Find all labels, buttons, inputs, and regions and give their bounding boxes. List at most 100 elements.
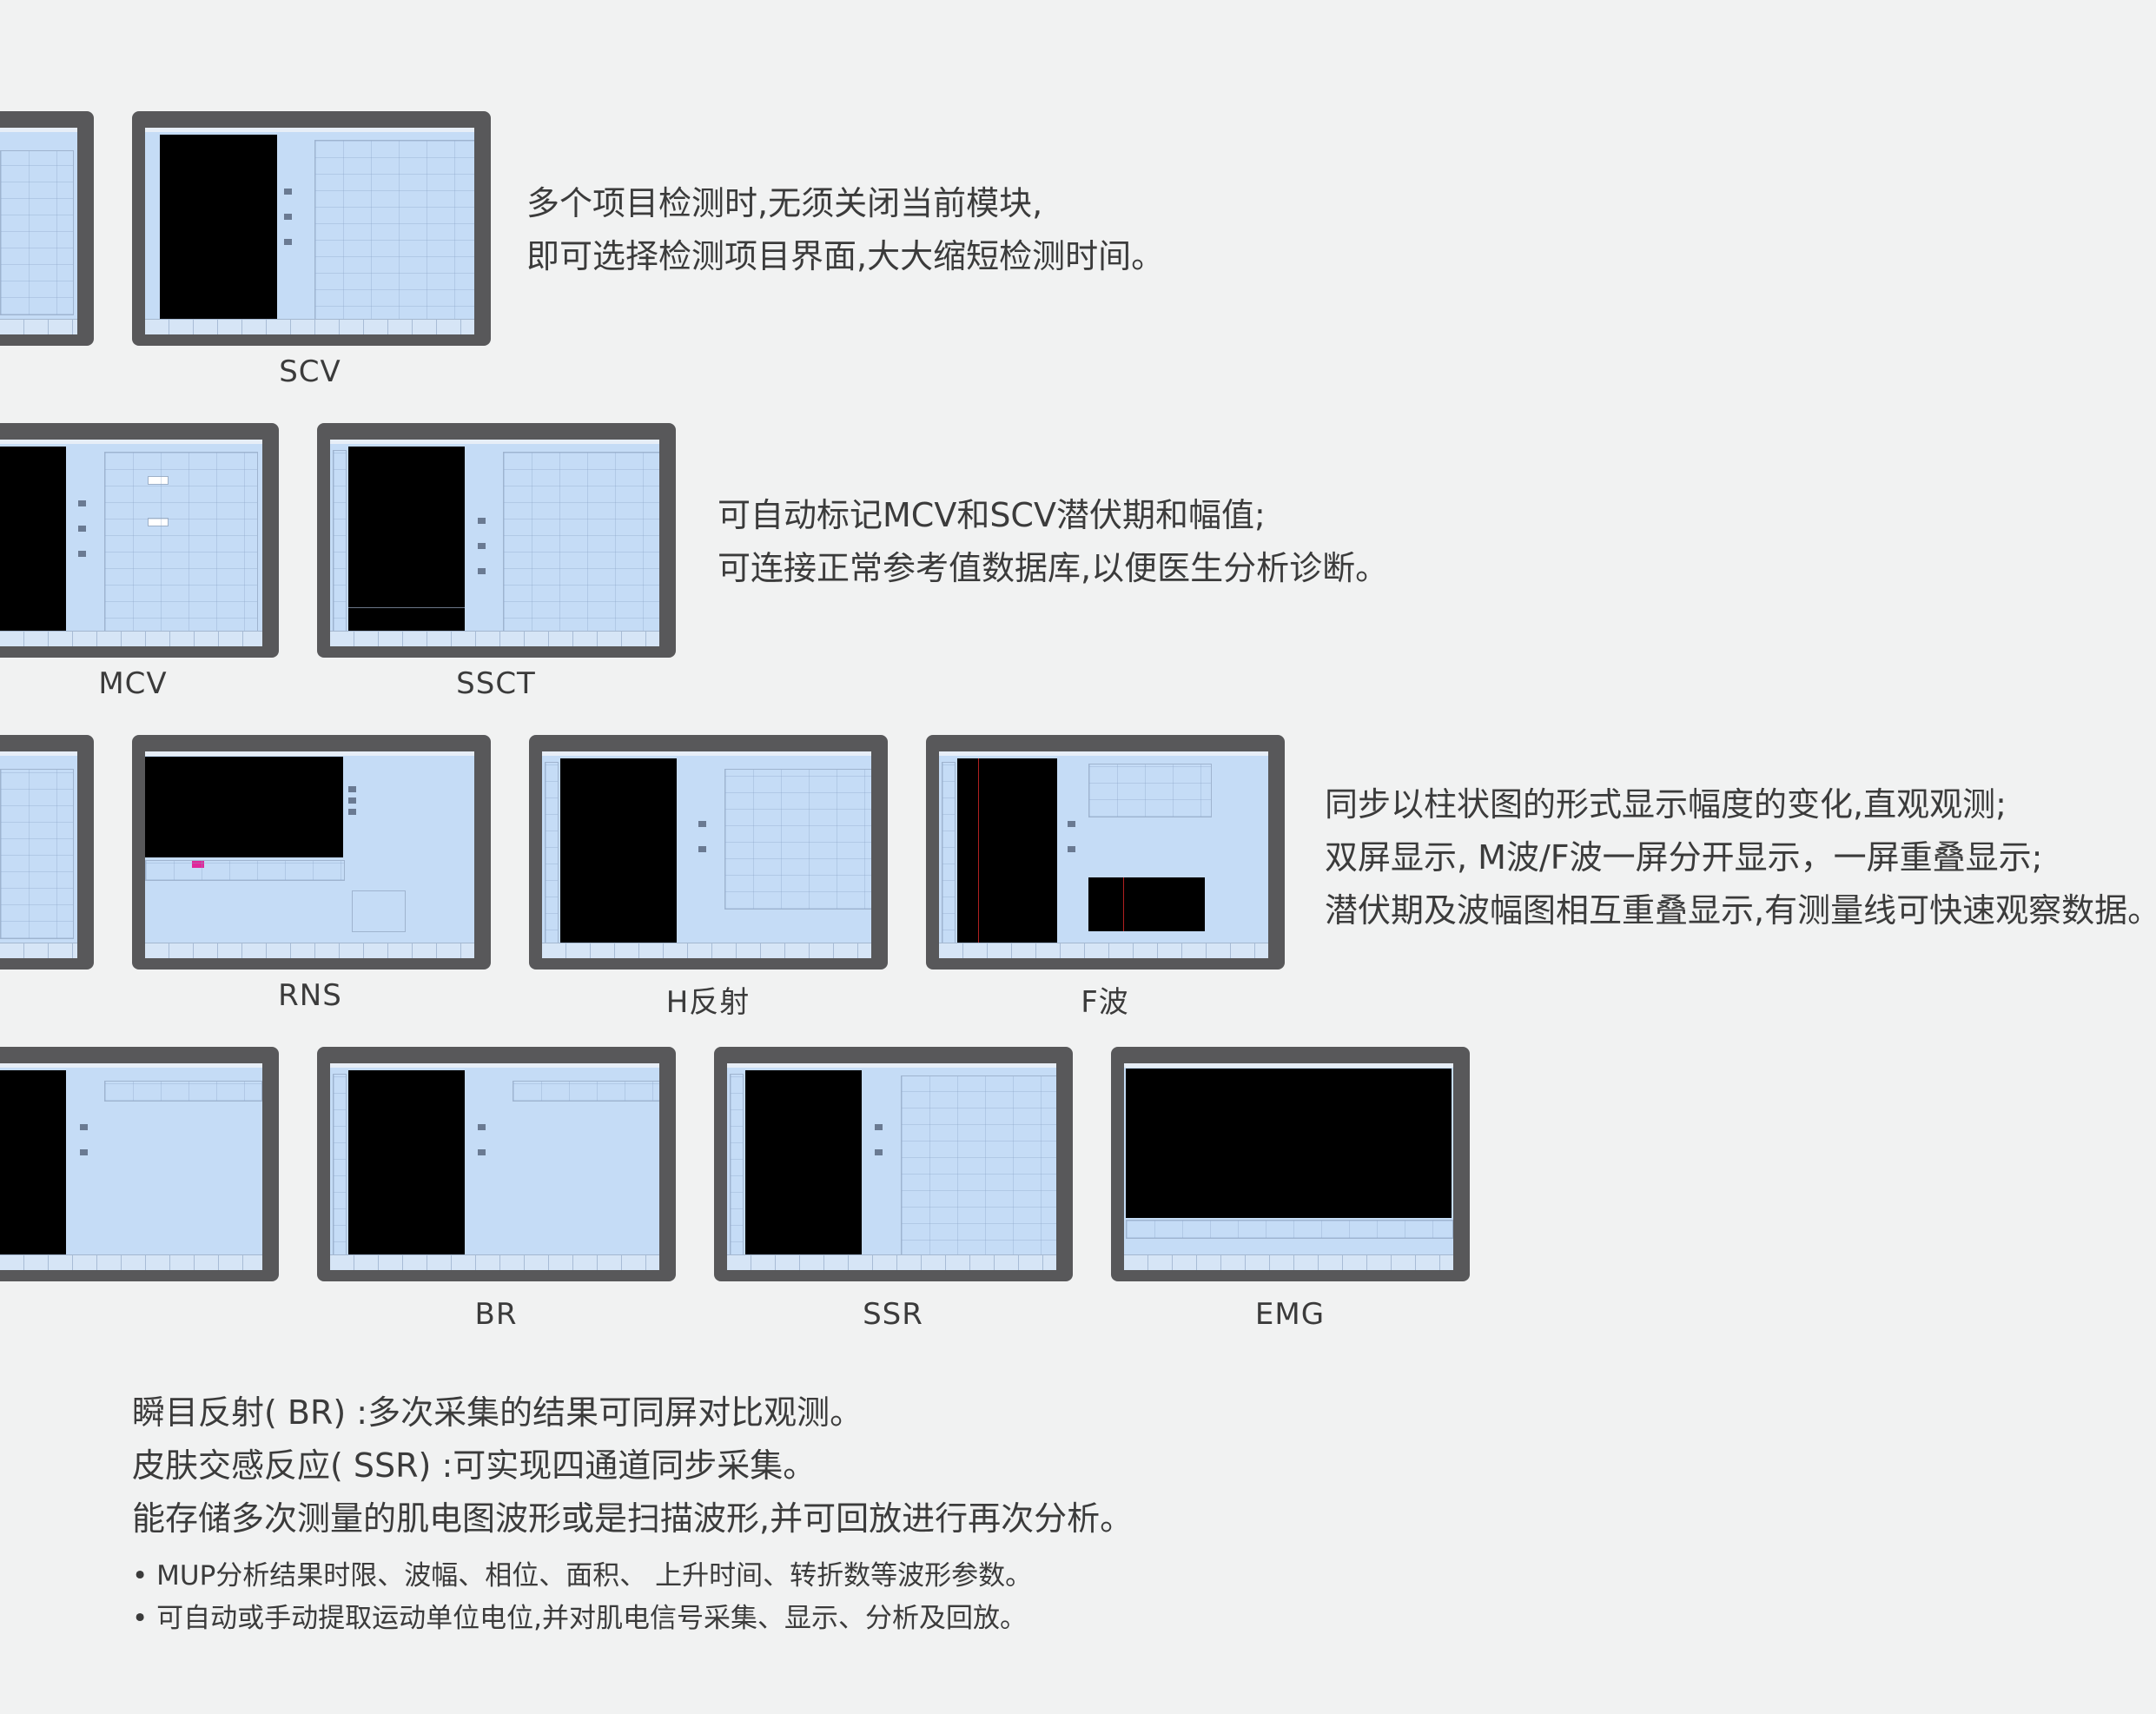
control-buttons [348,786,356,834]
channel-list [545,762,559,948]
result-table [0,150,74,315]
description-bottom: 瞬目反射( BR) :多次采集的结果可同屏对比观测。 皮肤交感反应( SSR) … [132,1386,1133,1545]
bottom-toolbar [1124,1254,1453,1270]
control-buttons [284,189,292,264]
result-table [1088,764,1212,817]
waveform-display [957,758,1057,948]
caption-br: BR [474,1297,518,1332]
bottom-toolbar [0,319,77,334]
bottom-toolbar [939,943,1268,958]
control-buttons [80,1124,88,1175]
bottom-toolbar [0,943,77,958]
waveform-display [1126,1069,1452,1218]
description-row2: 可自动标记MCV和SCV潜伏期和幅值; 可连接正常参考值数据库,以便医生分析诊断… [718,489,1388,595]
result-table [503,452,659,636]
caption-ssr: SSR [863,1297,923,1332]
screenshot-ssct [317,423,676,658]
description-line: 皮肤交感反应( SSR) :可实现四通道同步采集。 [132,1446,817,1485]
result-table [513,1081,659,1102]
caption-f-wave: F波 [1081,985,1129,1020]
app-screen [145,751,474,958]
screenshot-ssr [714,1047,1073,1281]
caption-ssct: SSCT [456,666,536,701]
caption-mcv: MCV [98,666,168,701]
description-line: 瞬目反射( BR) :多次采集的结果可同屏对比观测。 [132,1393,863,1432]
channel-list [942,762,956,948]
overlay-waveform-display [1088,877,1205,931]
result-table [145,860,345,881]
screenshot-rns [132,735,491,970]
screenshot-mcv [0,423,279,658]
parameter-panel [1126,1220,1453,1239]
app-screen [145,128,474,334]
control-buttons [478,518,486,593]
app-screen [1124,1063,1453,1270]
result-table [104,1081,262,1102]
caption-emg: EMG [1254,1297,1326,1332]
waveform-display [160,135,277,324]
app-screen [727,1063,1056,1270]
channel-list [333,450,347,636]
result-table [724,769,871,910]
app-screen [0,1063,262,1270]
channel-list [333,1074,347,1260]
bullet-item: • 可自动或手动提取运动单位电位,并对肌电信号采集、显示、分析及回放。 [132,1603,1027,1634]
bottom-toolbar [727,1254,1056,1270]
description-line: 能存储多次测量的肌电图波形或是扫描波形,并可回放进行再次分析。 [132,1499,1134,1538]
app-screen [330,1063,659,1270]
app-screen [0,128,77,334]
screenshot-emg [1111,1047,1470,1281]
waveform-display [145,757,343,857]
waveform-display [560,758,677,948]
control-buttons [1068,821,1075,871]
app-screen [939,751,1268,958]
description-row1: 多个项目检测时,无须关闭当前模块, 即可选择检测项目界面,大大缩短检测时间。 [526,177,1164,283]
partial-screenshot-row1 [0,111,94,346]
bottom-toolbar [330,631,659,646]
feature-bullets: • MUP分析结果时限、波幅、相位、面积、 上升时间、转折数等波形参数。 • 可… [132,1555,1032,1640]
app-screen [542,751,871,958]
partial-screenshot-row4 [0,1047,279,1281]
description-line: 潜伏期及波幅图相互重叠显示,有测量线可快速观察数据。 [1325,891,2156,930]
bottom-toolbar [330,1254,659,1270]
description-line: 即可选择检测项目界面,大大缩短检测时间。 [526,237,1165,275]
waveform-display [348,1070,465,1260]
bottom-toolbar [145,319,474,334]
app-screen [0,751,77,958]
result-table [314,140,474,324]
control-buttons [478,1124,486,1175]
highlight-bar [192,860,204,868]
screenshot-h-reflex [529,735,888,970]
screenshot-br [317,1047,676,1281]
control-buttons [875,1124,883,1175]
bullet-item: • MUP分析结果时限、波幅、相位、面积、 上升时间、转折数等波形参数。 [132,1560,1033,1592]
result-table [901,1075,1056,1258]
bottom-toolbar [542,943,871,958]
screenshot-scv [132,111,491,346]
waveform-display [0,1070,66,1260]
waveform-display [0,447,66,636]
app-screen [330,440,659,646]
amplitude-bar-chart [352,890,406,932]
control-buttons [78,500,86,576]
description-line: 同步以柱状图的形式显示幅度的变化,直观观测; [1325,785,2007,824]
bottom-toolbar [0,631,262,646]
bottom-toolbar [145,943,474,958]
app-screen [0,440,262,646]
description-line: 可连接正常参考值数据库,以便医生分析诊断。 [718,549,1389,587]
screenshot-f-wave [926,735,1285,970]
description-line: 可自动标记MCV和SCV潜伏期和幅值; [718,496,1266,534]
description-line: 双屏显示, M波/F波一屏分开显示，一屏重叠显示; [1325,838,2043,877]
waveform-display [745,1070,862,1260]
result-table [104,452,258,636]
caption-scv: SCV [279,354,341,389]
channel-list [730,1074,744,1260]
partial-screenshot-row3 [0,735,94,970]
waveform-display [348,447,465,636]
caption-h-reflex: H反射 [665,985,751,1020]
bottom-toolbar [0,1254,262,1270]
result-table [0,769,74,939]
control-buttons [698,821,706,871]
caption-rns: RNS [278,978,342,1013]
description-row3: 同步以柱状图的形式显示幅度的变化,直观观测; 双屏显示, M波/F波一屏分开显示… [1325,778,2156,937]
